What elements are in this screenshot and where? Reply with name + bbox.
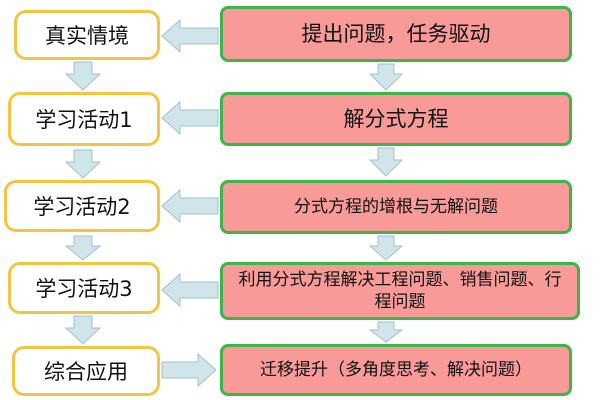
step-right-1-label: 提出问题，任务驱动 — [301, 21, 491, 46]
arrow-right-5 — [161, 352, 217, 388]
step-right-3: 分式方程的增根与无解问题 — [220, 180, 572, 234]
step-left-2-label: 学习活动1 — [35, 108, 133, 132]
arrow-down-left-3 — [64, 235, 102, 261]
arrow-left-3 — [161, 188, 219, 224]
arrow-down-left-4 — [64, 315, 102, 345]
arrow-left-1 — [161, 18, 219, 54]
step-left-5: 综合应用 — [12, 346, 160, 396]
step-left-1: 真实情境 — [14, 10, 160, 60]
arrow-left-2 — [161, 100, 219, 136]
step-left-3: 学习活动2 — [4, 180, 160, 232]
arrow-down-right-4 — [368, 321, 404, 343]
step-right-2: 解分式方程 — [220, 92, 572, 146]
arrow-down-right-3 — [368, 235, 404, 261]
step-left-4-label: 学习活动3 — [35, 277, 133, 301]
step-left-1-label: 真实情境 — [45, 24, 129, 48]
step-right-5: 迁移提升（多角度思考、解决问题） — [220, 344, 572, 396]
step-right-5-label: 迁移提升（多角度思考、解决问题） — [260, 359, 532, 380]
arrow-left-4 — [161, 272, 219, 308]
arrow-down-left-2 — [64, 149, 102, 179]
step-left-4: 学习活动3 — [8, 262, 160, 314]
step-left-5-label: 综合应用 — [44, 360, 128, 384]
step-left-2: 学习活动1 — [8, 92, 160, 146]
arrow-down-left-1 — [64, 61, 102, 91]
step-right-4: 利用分式方程解决工程问题、销售问题、行程问题 — [220, 262, 580, 320]
step-right-2-label: 解分式方程 — [343, 106, 449, 131]
arrow-down-right-2 — [368, 147, 404, 177]
step-right-3-label: 分式方程的增根与无解问题 — [294, 196, 498, 217]
step-right-1: 提出问题，任务驱动 — [220, 6, 572, 62]
step-right-4-label: 利用分式方程解决工程问题、销售问题、行程问题 — [238, 269, 562, 312]
arrow-down-right-1 — [368, 63, 404, 91]
step-left-3-label: 学习活动2 — [33, 195, 131, 219]
